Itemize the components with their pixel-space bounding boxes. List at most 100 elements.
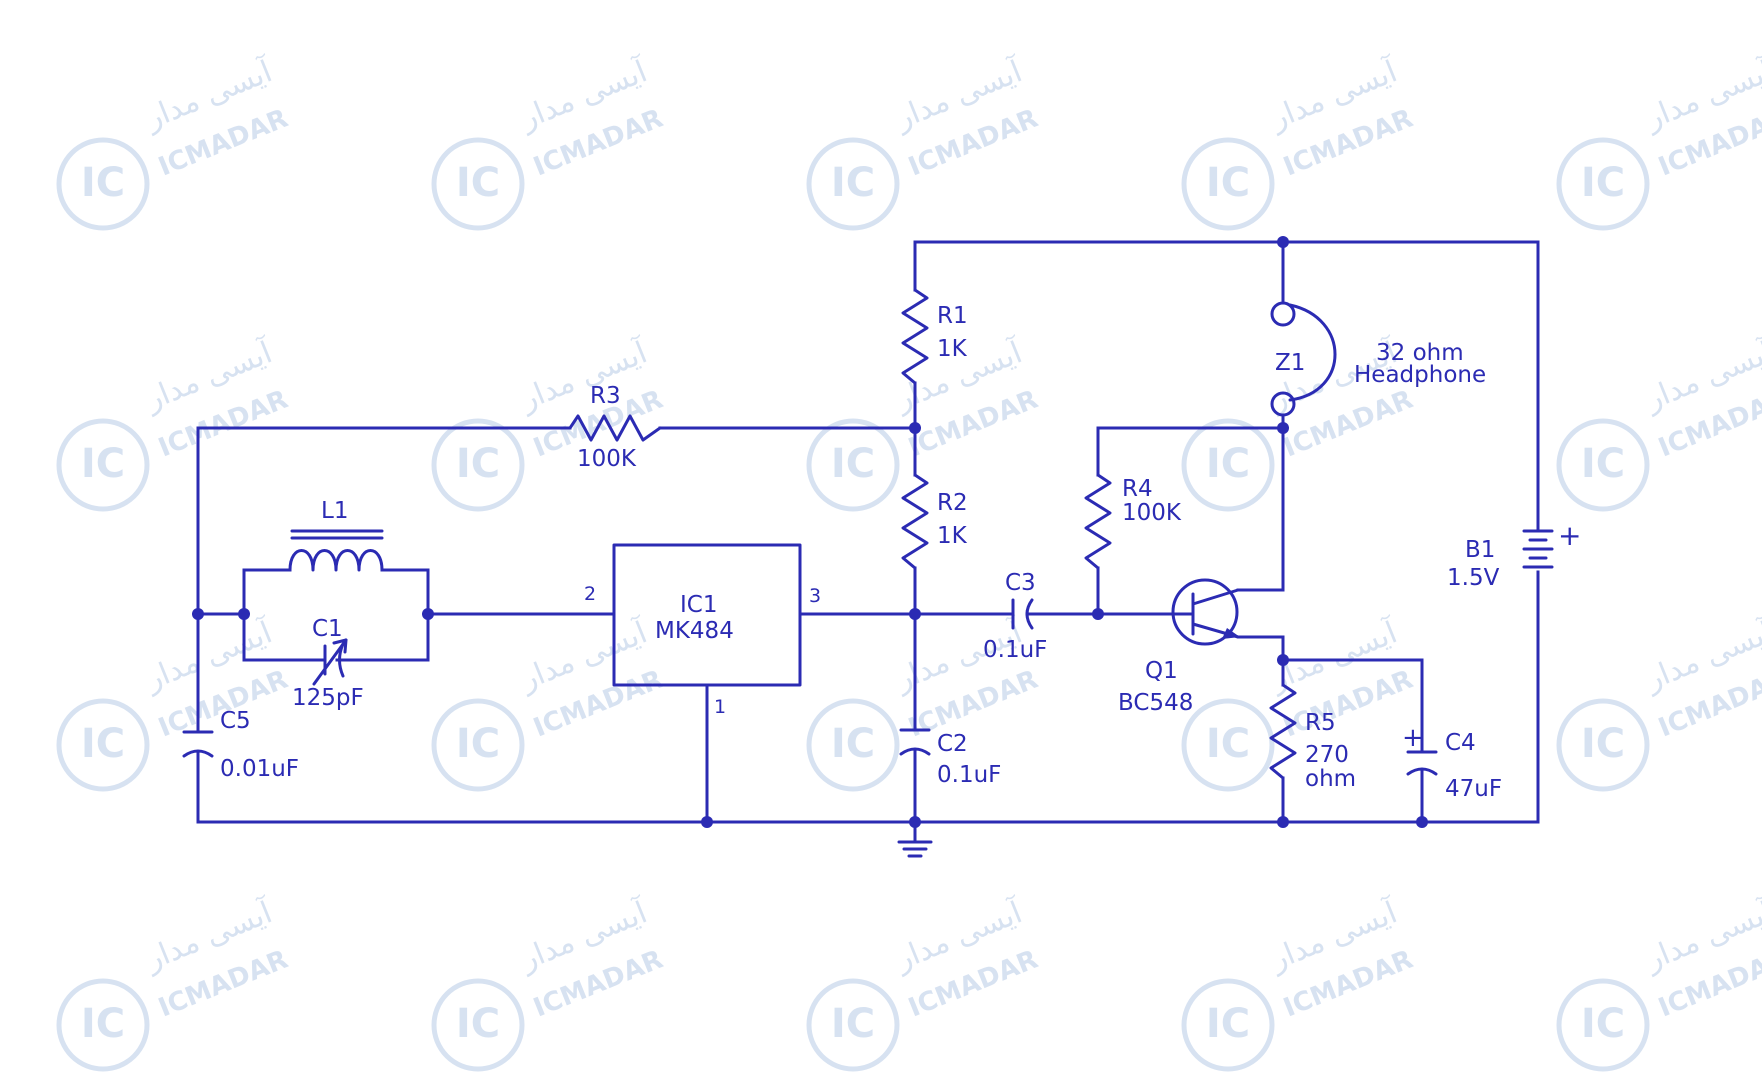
junction bbox=[238, 608, 250, 620]
c1-ref-label: C1 bbox=[312, 616, 343, 642]
watermark-logo-text: IC bbox=[1581, 1001, 1625, 1047]
r5-ref-label: R5 bbox=[1305, 710, 1336, 736]
r1-value-label: 1K bbox=[937, 336, 968, 362]
watermark-logo-text: IC bbox=[456, 721, 500, 767]
q1-ref-label: Q1 bbox=[1145, 658, 1178, 684]
r4-value-label: 100K bbox=[1122, 500, 1182, 526]
c5-ref-label: C5 bbox=[220, 708, 251, 734]
r3-value-label: 100K bbox=[577, 446, 637, 472]
inductor-l1-symbol bbox=[288, 529, 384, 572]
junction bbox=[192, 608, 204, 620]
watermark-logo-text: IC bbox=[81, 1001, 125, 1047]
battery-b1-symbol bbox=[1522, 529, 1554, 569]
ic1-body bbox=[612, 543, 802, 687]
watermark-logo-text: IC bbox=[831, 441, 875, 487]
junction bbox=[701, 816, 713, 828]
b1-value-label: 1.5V bbox=[1447, 565, 1500, 591]
watermark-logo-text: IC bbox=[831, 160, 875, 206]
c3-value-label: 0.1uF bbox=[983, 637, 1047, 663]
junction bbox=[1416, 816, 1428, 828]
watermark-logo-text: IC bbox=[81, 721, 125, 767]
c4-polarity-label: + bbox=[1402, 723, 1424, 753]
watermark-logo-text: IC bbox=[81, 160, 125, 206]
b1-polarity-label: + bbox=[1558, 519, 1581, 552]
resistor-r5-symbol bbox=[1269, 683, 1297, 780]
ic1-pin1-label: 1 bbox=[714, 696, 726, 718]
junctions bbox=[192, 236, 1428, 828]
resistor-r4-symbol bbox=[1084, 473, 1112, 570]
capacitor-c4-symbol bbox=[1406, 750, 1438, 776]
watermark-logo-text: IC bbox=[1206, 441, 1250, 487]
r2-value-label: 1K bbox=[937, 523, 968, 549]
watermark-logo-text: IC bbox=[831, 721, 875, 767]
junction bbox=[422, 608, 434, 620]
labels: R1 1K R2 1K R3 100K R4 100K R5 270 ohm L… bbox=[220, 303, 1502, 802]
r4-ref-label: R4 bbox=[1122, 476, 1153, 502]
transistor-q1-symbol bbox=[1171, 578, 1285, 646]
c4-value-label: 47uF bbox=[1445, 776, 1502, 802]
capacitor-c5-symbol bbox=[182, 730, 214, 758]
c2-value-label: 0.1uF bbox=[937, 762, 1001, 788]
l1-ref-label: L1 bbox=[321, 498, 348, 524]
r3-ref-label: R3 bbox=[590, 383, 621, 409]
r5-value-line1-label: 270 bbox=[1305, 742, 1349, 768]
c1-value-label: 125pF bbox=[292, 685, 364, 711]
variable-capacitor-c1-symbol bbox=[312, 638, 348, 686]
resistor-r3-symbol bbox=[568, 414, 662, 442]
ic1-pin3-label: 3 bbox=[809, 585, 821, 607]
wires bbox=[196, 240, 1540, 824]
watermark-logo-text: IC bbox=[456, 160, 500, 206]
resistor-r1-symbol bbox=[901, 288, 929, 385]
junction bbox=[909, 422, 921, 434]
watermark-logo-text: IC bbox=[81, 441, 125, 487]
z1-ref-label: Z1 bbox=[1275, 350, 1305, 376]
watermark-logo-text: IC bbox=[1206, 1001, 1250, 1047]
c3-ref-label: C3 bbox=[1005, 570, 1036, 596]
watermark-logo-text: IC bbox=[456, 1001, 500, 1047]
r1-ref-label: R1 bbox=[937, 303, 968, 329]
b1-ref-label: B1 bbox=[1465, 537, 1495, 563]
z1-value-line2-label: Headphone bbox=[1354, 362, 1486, 388]
wire-c4-top bbox=[1281, 658, 1424, 754]
c4-ref-label: C4 bbox=[1445, 730, 1476, 756]
watermark-logo-text: IC bbox=[1581, 721, 1625, 767]
watermark-logo-text: IC bbox=[1206, 721, 1250, 767]
ic1-ref-label: IC1 bbox=[680, 592, 717, 618]
ic1-value-label: MK484 bbox=[655, 618, 734, 644]
watermark-logo-text: IC bbox=[456, 441, 500, 487]
junction bbox=[1277, 816, 1289, 828]
watermark-logo-text: IC bbox=[1206, 160, 1250, 206]
junction bbox=[1277, 236, 1289, 248]
junction bbox=[909, 608, 921, 620]
r5-value-line2-label: ohm bbox=[1305, 766, 1356, 792]
junction bbox=[1092, 608, 1104, 620]
wire-collector bbox=[1236, 426, 1285, 592]
watermark-logo-text: IC bbox=[1581, 160, 1625, 206]
z1-value-line1-label: 32 ohm bbox=[1376, 340, 1464, 366]
ground-icon bbox=[897, 820, 933, 858]
ic1-pin2-label: 2 bbox=[584, 583, 596, 605]
watermark-logo-text: IC bbox=[831, 1001, 875, 1047]
capacitor-c3-symbol bbox=[1011, 598, 1034, 630]
junction bbox=[1277, 422, 1289, 434]
wire-top-rail bbox=[913, 240, 1540, 532]
r2-ref-label: R2 bbox=[937, 490, 968, 516]
junction bbox=[1277, 654, 1289, 666]
c5-value-label: 0.01uF bbox=[220, 756, 299, 782]
resistor-r2-symbol bbox=[901, 473, 929, 570]
